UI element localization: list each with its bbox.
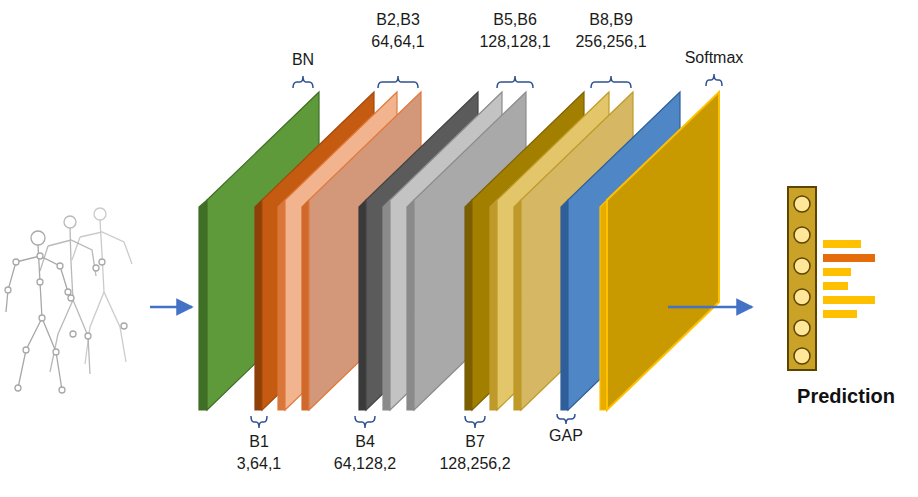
output-label: Prediction bbox=[797, 384, 895, 408]
layer-label: 128,256,2 bbox=[439, 454, 510, 474]
skeleton-figures bbox=[5, 208, 132, 393]
label-brackets bbox=[251, 74, 722, 428]
layer-label: GAP bbox=[549, 426, 583, 446]
layer-label: B4 bbox=[355, 432, 375, 452]
input-arrow bbox=[150, 306, 192, 309]
score-bars bbox=[823, 240, 875, 318]
prediction-vector bbox=[788, 187, 816, 370]
layer-label: B5,B6 bbox=[493, 10, 537, 30]
layer-slabs bbox=[199, 92, 719, 410]
layer-label: B7 bbox=[465, 432, 485, 452]
layer-label: 256,256,1 bbox=[575, 32, 646, 52]
layer-label: 3,64,1 bbox=[237, 454, 281, 474]
layer-label: 64,128,2 bbox=[334, 454, 396, 474]
output-arrow bbox=[668, 306, 752, 309]
layer-label: Softmax bbox=[685, 48, 744, 68]
layer-label: 64,64,1 bbox=[371, 32, 424, 52]
layer-label: B8,B9 bbox=[589, 10, 633, 30]
layer-label: BN bbox=[292, 50, 314, 70]
layer-label: B2,B3 bbox=[376, 10, 420, 30]
layer-label: B1 bbox=[249, 432, 269, 452]
layer-label: 128,128,1 bbox=[479, 32, 550, 52]
